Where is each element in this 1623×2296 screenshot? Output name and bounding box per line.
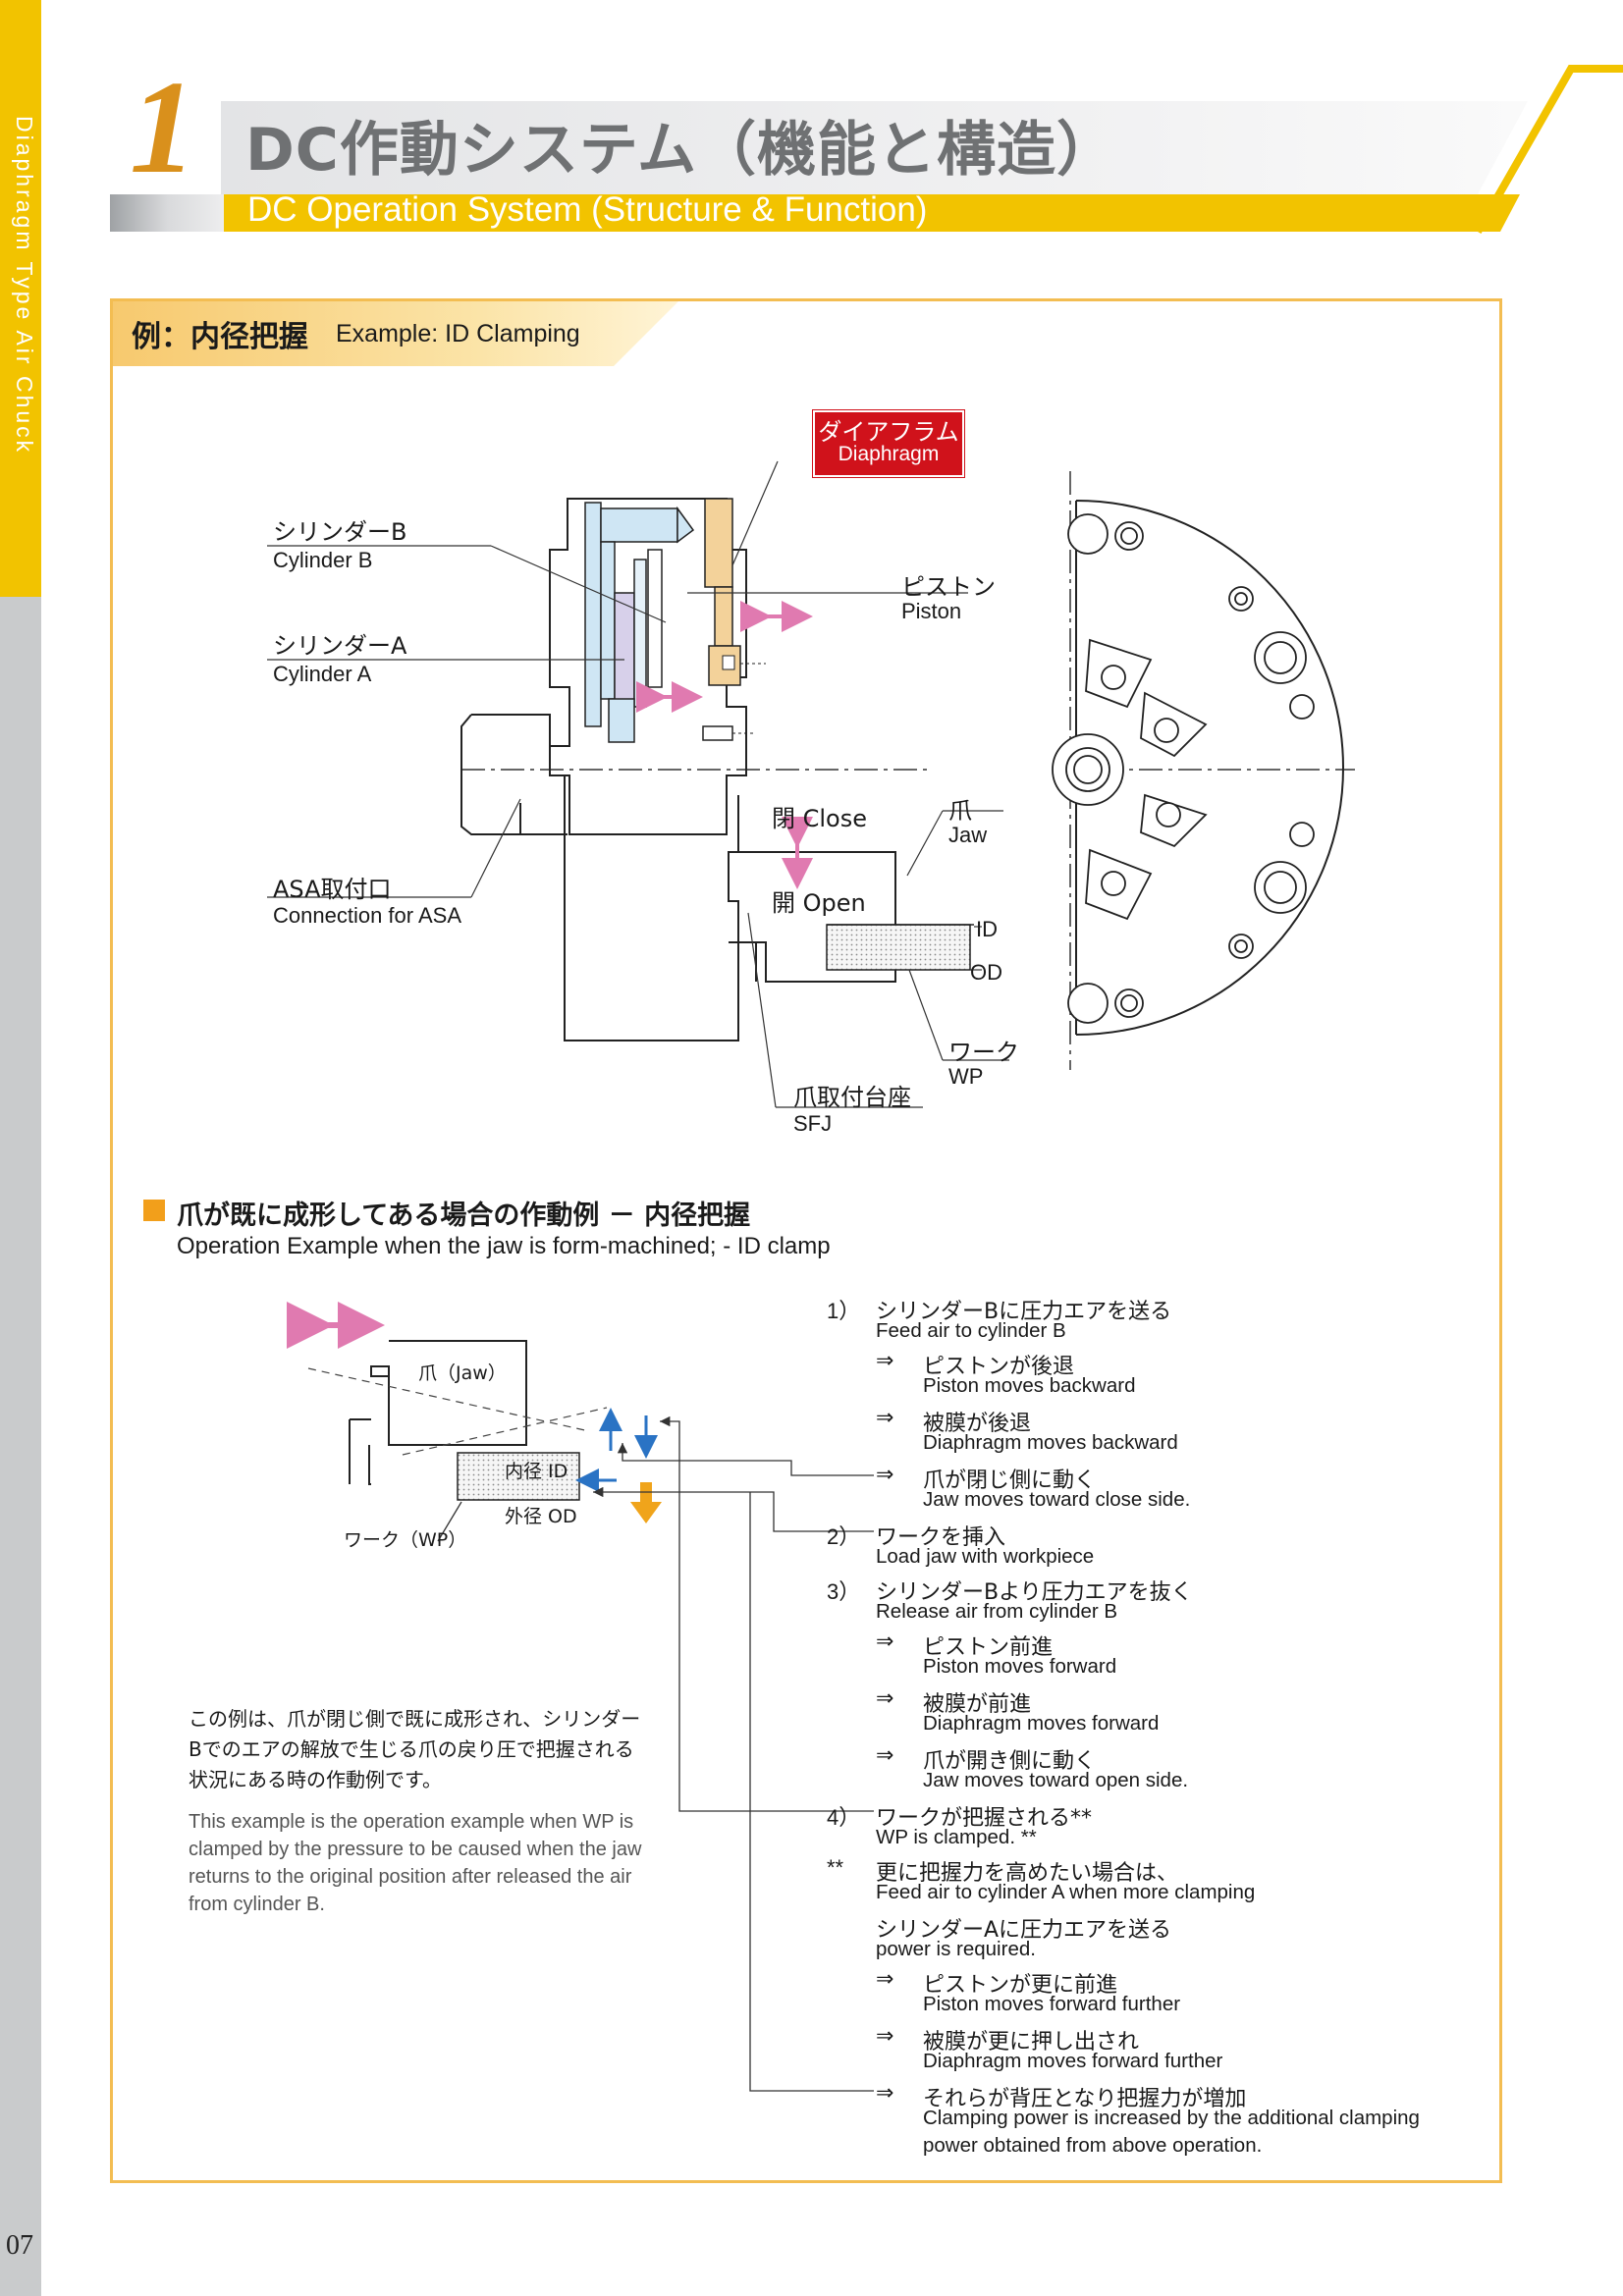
substep-text-en: Piston moves backward (923, 1374, 1136, 1397)
step-text-en: power is required. (876, 1938, 1036, 1960)
substep-text-en: Jaw moves toward close side. (923, 1488, 1191, 1511)
substep-text-en: Clamping power is increased by the addit… (923, 2107, 1420, 2129)
step-text-en: WP is clamped. ** (876, 1826, 1037, 1848)
example-title-en: Example: ID Clamping (336, 320, 580, 347)
asa-label-jp: ASA取付口 (273, 876, 392, 903)
chuck-cross-section-diagram (267, 460, 1355, 1108)
step-number: 2） (827, 1524, 861, 1549)
page-subtitle: DC Operation System (Structure & Functio… (247, 190, 928, 229)
section-bullet-icon (143, 1200, 165, 1221)
step-text-jp: ワークが把握される** (876, 1806, 1093, 1831)
step-text-en: Feed air to cylinder B (876, 1319, 1066, 1342)
cylinder-a-label-en: Cylinder A (273, 662, 372, 686)
piston-label-jp: ピストン (901, 573, 996, 601)
step-text-en: Feed air to cylinder A when more clampin… (876, 1881, 1256, 1903)
header-graphics (110, 65, 1623, 234)
arrow-icon: ⇒ (876, 1629, 894, 1654)
substep-text-jp: 爪が閉じ側に動く (923, 1468, 1097, 1493)
step-text-en: Release air from cylinder B (876, 1600, 1118, 1623)
sidebar-vertical-text: Diaphragm Type Air Chuck (12, 116, 37, 455)
jaw-label-jp: 爪 (948, 797, 972, 825)
arrow-icon: ⇒ (876, 1743, 894, 1768)
page-title: DC作動システム（機能と構造） (245, 116, 1117, 185)
cylinder-a-label-jp: シリンダーA (273, 632, 407, 660)
arrow-icon: ⇒ (876, 1406, 894, 1430)
sidebar-accent (0, 0, 41, 597)
sfj-label-en: SFJ (793, 1111, 833, 1136)
cylinder-b-label-jp: シリンダーB (273, 518, 407, 546)
step-text-en: Load jaw with workpiece (876, 1545, 1095, 1568)
arrow-icon: ⇒ (876, 1463, 894, 1487)
workpiece-label-jp: ワーク (948, 1039, 1019, 1066)
diaphragm-label-en: Diaphragm (838, 443, 940, 465)
mini-jaw-label: 爪（Jaw） (418, 1362, 507, 1384)
substep-text-en: Diaphragm moves backward (923, 1431, 1178, 1454)
mini-outer-label: 外径 OD (505, 1506, 577, 1527)
content-frame (110, 298, 1502, 2183)
substep-text-jp: ピストンが後退 (923, 1355, 1075, 1379)
step-text-jp: シリンダーBより圧力エアを抜く (876, 1580, 1193, 1605)
open-label: 開 Open (772, 889, 866, 917)
arrow-icon: ⇒ (876, 1686, 894, 1711)
arrow-icon: ⇒ (876, 2024, 894, 2049)
operation-mini-diagram (287, 1302, 874, 2092)
substep-text-en: power obtained from above operation. (923, 2134, 1263, 2157)
mini-inner-label: 内径 ID (505, 1461, 568, 1482)
arrow-icon: ⇒ (876, 1349, 894, 1373)
step-number: 3） (827, 1579, 861, 1604)
page-number: 07 (6, 2230, 33, 2261)
step-number: ** (827, 1855, 844, 1880)
sidebar-base (0, 597, 41, 2296)
diaphragm-label-jp: ダイアフラム (818, 418, 959, 446)
substep-text-jp: 爪が開き側に動く (923, 1749, 1097, 1774)
substep-text-en: Diaphragm moves forward further (923, 2050, 1223, 2072)
substep-text-en: Diaphragm moves forward (923, 1712, 1160, 1735)
arrow-icon: ⇒ (876, 1967, 894, 1992)
example-title-jp: 例：内径把握 (132, 320, 308, 354)
step-number: 1） (827, 1299, 861, 1323)
arrow-icon: ⇒ (876, 2081, 894, 2106)
id-label: ID (976, 917, 998, 941)
section-number: 1 (130, 54, 196, 201)
example-banner (113, 301, 678, 366)
asa-label-en: Connection for ASA (273, 903, 462, 928)
substep-text-en: Piston moves forward (923, 1655, 1117, 1678)
example-note-jp: この例は、爪が閉じ側で既に成形され、シリンダーBでのエアの解放で生じる爪の戻り圧… (189, 1707, 641, 1791)
cylinder-b-label-en: Cylinder B (273, 548, 373, 572)
step-text-jp: シリンダーBに圧力エアを送る (876, 1300, 1172, 1324)
substep-text-jp: 被膜が更に押し出され (923, 2030, 1140, 2055)
substep-text-en: Jaw moves toward open side. (923, 1769, 1189, 1791)
od-label: OD (970, 960, 1002, 985)
substep-text-jp: 被膜が前進 (923, 1692, 1032, 1717)
step-text-jp: ワークを挿入 (876, 1525, 1006, 1550)
example-note-en: This example is the operation example wh… (189, 1811, 642, 1915)
substep-text-jp: 被膜が後退 (923, 1412, 1032, 1436)
step-text-jp: シリンダーAに圧力エアを送る (876, 1918, 1172, 1943)
substep-text-jp: ピストン前進 (923, 1635, 1054, 1660)
substep-text-jp: ピストンが更に前進 (923, 1973, 1118, 1998)
step-number: 4） (827, 1805, 861, 1830)
operation-title-en: Operation Example when the jaw is form-m… (177, 1233, 831, 1259)
substep-text-jp: それらが背圧となり把握力が増加 (923, 2087, 1247, 2111)
diaphragm-label-box (812, 409, 965, 478)
workpiece-label-en: WP (948, 1064, 984, 1089)
jaw-label-en: Jaw (948, 823, 988, 847)
step-text-jp: 更に把握力を高めたい場合は、 (876, 1861, 1179, 1886)
operation-title-jp: 爪が既に成形してある場合の作動例 － 内径把握 (177, 1201, 751, 1231)
substep-text-en: Piston moves forward further (923, 1993, 1181, 2015)
piston-label-en: Piston (901, 599, 962, 623)
close-label: 閉 Close (772, 805, 868, 832)
mini-workpiece-label: ワーク（WP） (344, 1529, 467, 1551)
sfj-label-jp: 爪取付台座 (793, 1084, 911, 1111)
